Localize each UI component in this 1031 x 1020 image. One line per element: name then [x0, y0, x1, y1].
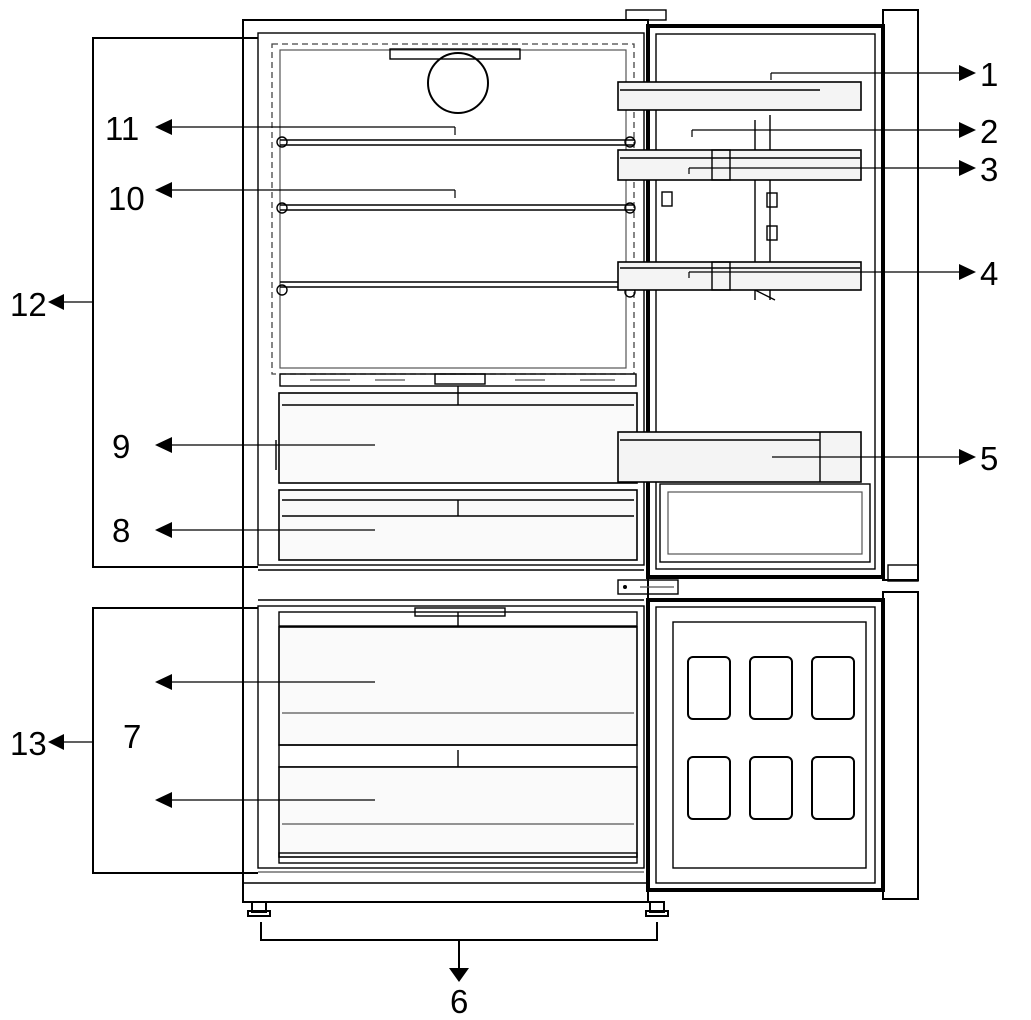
freezer-door — [646, 591, 919, 900]
interior-light — [427, 52, 489, 114]
crisper-drawer — [275, 386, 638, 484]
label-12: 12 — [10, 286, 47, 323]
label-13: 13 — [10, 725, 47, 762]
label-1: 1 — [980, 56, 998, 93]
label-7: 7 — [123, 718, 141, 755]
label-9: 9 — [112, 428, 130, 465]
left-callouts — [48, 119, 456, 808]
label-10: 10 — [108, 180, 145, 217]
freezer-compartment — [278, 607, 638, 864]
label-5: 5 — [980, 440, 998, 477]
fridge-compartment — [271, 43, 637, 387]
right-callouts — [688, 65, 976, 465]
door-pockets-grid — [687, 656, 855, 820]
label-6: 6 — [450, 983, 468, 1020]
adjustable-feet — [247, 901, 669, 917]
chiller-drawer — [278, 489, 638, 561]
control-panel — [617, 579, 679, 595]
label-3: 3 — [980, 151, 998, 188]
door-balconies — [617, 81, 862, 483]
label-8: 8 — [112, 512, 130, 549]
freezer-bracket — [92, 607, 258, 874]
label-2: 2 — [980, 113, 998, 150]
fridge-door — [646, 9, 919, 582]
feet-bracket — [260, 922, 658, 982]
label-4: 4 — [980, 255, 998, 292]
label-11: 11 — [105, 110, 139, 147]
